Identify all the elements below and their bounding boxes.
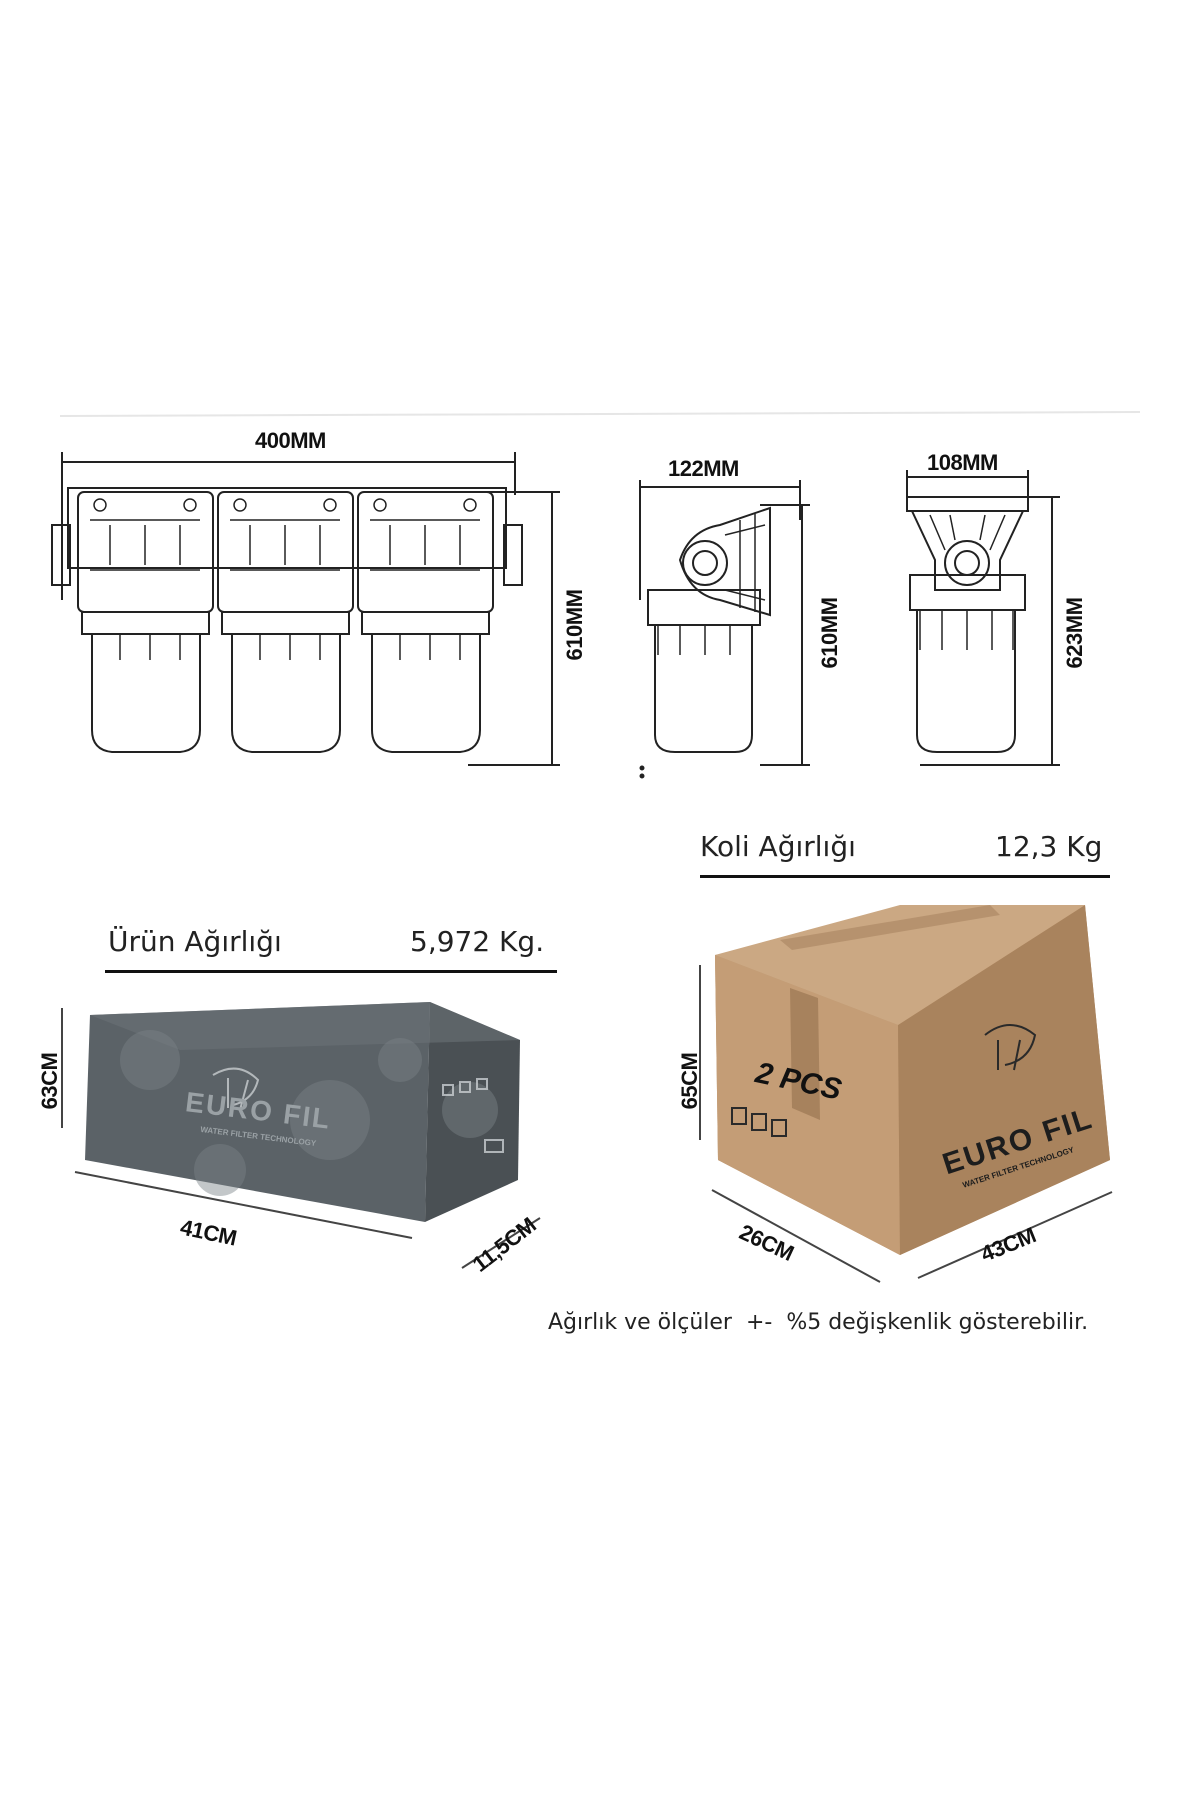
tolerance-note: Ağırlık ve ölçüler +- %5 değişkenlik gös…: [548, 1310, 1089, 1335]
side1-width-label: 122MM: [668, 456, 739, 481]
carton-weight-label: Koli Ağırlığı: [700, 830, 856, 863]
carton-weight-rule: [700, 875, 1110, 878]
product-weight-label: Ürün Ağırlığı: [108, 925, 282, 958]
side-view-2-drawing: [906, 470, 1060, 766]
carton-box-image: [715, 905, 1110, 1255]
product-weight-value: 5,972 Kg.: [410, 925, 545, 958]
front-width-label: 400MM: [255, 428, 326, 453]
side2-width-label: 108MM: [927, 450, 998, 475]
product-weight-rule: [105, 970, 557, 973]
front-height-label: 610MM: [562, 589, 587, 661]
front-view-drawing: [51, 452, 560, 766]
side-view-1-drawing: [639, 480, 810, 779]
carton-height-label: 65CM: [677, 1052, 702, 1110]
carton-weight-value: 12,3 Kg: [995, 830, 1103, 863]
side2-height-label: 623MM: [1062, 597, 1087, 669]
product-box-image: [85, 1002, 520, 1222]
side1-height-label: 610MM: [817, 597, 842, 669]
product-height-label: 63CM: [37, 1052, 62, 1110]
